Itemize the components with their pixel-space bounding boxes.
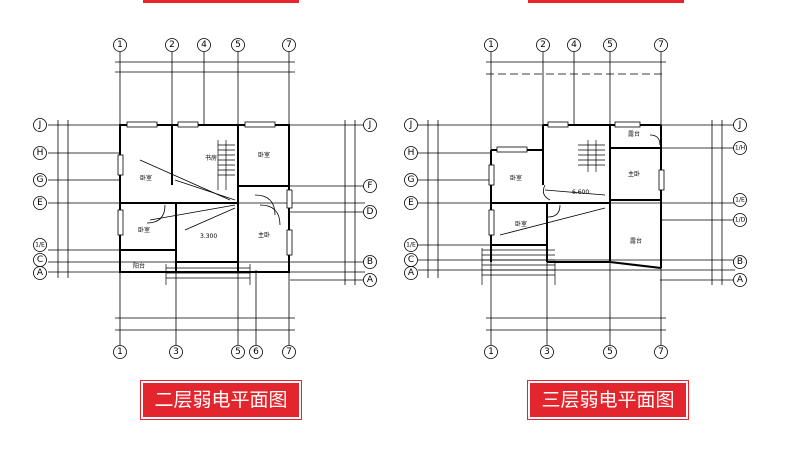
elevation-label: 3.300	[200, 233, 217, 240]
axis-label: 4	[201, 40, 207, 50]
room-label: 露台	[630, 237, 642, 245]
axis-label: G	[37, 175, 44, 185]
axis-label: 5	[607, 40, 613, 50]
axis-label: 7	[658, 40, 664, 50]
axis-label: 1/E	[735, 197, 745, 204]
axis-label: 2	[540, 40, 546, 50]
floor-plan-second: 卧室 书房 卧室 卧室 主卧 阳台 3.300 1 2 4 5 7 1 3 5 …	[33, 38, 377, 359]
axis-label: 3	[173, 347, 179, 357]
axis-label: C	[37, 255, 43, 265]
axis-label: 6	[253, 347, 259, 357]
axis-label: J	[368, 120, 372, 130]
room-label: 卧室	[510, 174, 522, 182]
room-label: 卧室	[138, 226, 150, 234]
axis-label: 1	[488, 40, 494, 50]
axis-label: B	[367, 257, 373, 267]
axis-label: 7	[658, 347, 664, 357]
room-label: 卧室	[515, 220, 527, 228]
room-label: 主卧	[628, 170, 640, 178]
room-label: 卧室	[140, 174, 152, 182]
room-label: 露台	[628, 130, 640, 138]
axis-label: 1	[117, 347, 123, 357]
axis-label: 7	[286, 347, 292, 357]
room-label: 主卧	[258, 231, 270, 239]
axis-label: A	[408, 268, 415, 278]
axis-label: H	[37, 148, 44, 158]
axis-label: A	[37, 268, 44, 278]
axis-label: 5	[235, 40, 241, 50]
axis-label: A	[737, 275, 744, 285]
axis-label: 5	[607, 347, 613, 357]
axis-label: D	[367, 207, 374, 217]
room-label: 书房	[205, 154, 217, 162]
axis-label: C	[408, 255, 414, 265]
axis-label: A	[367, 275, 374, 285]
axis-label: G	[408, 175, 415, 185]
axis-label: 4	[571, 40, 577, 50]
top-accent-bar-left	[143, 0, 299, 3]
axis-label: 5	[235, 347, 241, 357]
axis-label: 7	[286, 40, 292, 50]
axis-label: E	[37, 198, 43, 208]
axis-label: J	[738, 120, 742, 130]
elevation-label: 6.600	[572, 189, 589, 196]
axis-label: 1/D	[735, 217, 746, 224]
top-accent-bar-right	[528, 0, 684, 3]
floor-plan-third: 露台 卧室 主卧 卧室 6.600 露台 1 2 4 5 7 1 3 5 7 J…	[404, 38, 747, 359]
axis-label: B	[737, 257, 743, 267]
axis-label: 1/H	[735, 145, 745, 152]
axis-label: H	[408, 148, 415, 158]
axis-label: F	[367, 181, 372, 191]
axis-label: 1/E	[406, 242, 416, 249]
caption-third-floor: 三层弱电平面图	[530, 383, 686, 417]
axis-label: J	[409, 120, 413, 130]
axis-label: 3	[544, 347, 550, 357]
caption-second-floor: 二层弱电平面图	[143, 383, 299, 417]
room-label: 阳台	[133, 262, 145, 270]
axis-label: 1/E	[35, 242, 45, 249]
axis-label: 1	[488, 347, 494, 357]
room-label: 卧室	[258, 151, 270, 159]
axis-label: 1	[117, 40, 123, 50]
axis-label: 2	[169, 40, 175, 50]
axis-label: E	[408, 198, 414, 208]
axis-label: J	[38, 120, 42, 130]
